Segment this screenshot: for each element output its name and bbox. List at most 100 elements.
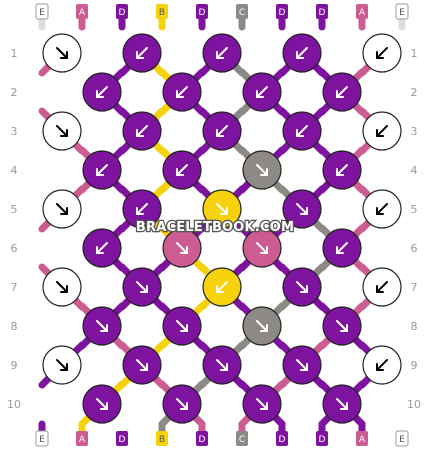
string-tag [116, 431, 128, 446]
string-tag [35, 430, 49, 447]
forward-knot-arrow-icon [256, 164, 268, 176]
string-tag [196, 431, 208, 446]
row-number-right: 8 [411, 320, 418, 333]
string-label: D [199, 435, 206, 445]
backward-knot-arrow-icon [136, 125, 148, 137]
string-label: D [279, 435, 286, 445]
forward-knot-arrow-icon [96, 320, 108, 332]
string-tag [276, 4, 288, 19]
forward-knot-arrow-icon [56, 359, 68, 371]
row-number-right: 1 [411, 47, 418, 60]
string-tag [356, 4, 368, 19]
forward-knot-arrow-icon [336, 398, 348, 410]
string-label: D [119, 8, 126, 18]
backward-knot-arrow-icon [216, 281, 228, 293]
string-tag [196, 4, 208, 19]
row-number-right: 5 [411, 203, 418, 216]
backward-knot-arrow-icon [296, 47, 308, 59]
string-tag [156, 431, 168, 446]
string-label: C [239, 8, 245, 18]
row-number-right: 7 [411, 281, 418, 294]
string-label: A [359, 435, 366, 445]
row-number-right: 9 [411, 359, 418, 372]
backward-knot-arrow-icon [336, 86, 348, 98]
string-tag [236, 4, 248, 19]
backward-knot-arrow-icon [216, 125, 228, 137]
backward-knot-arrow-icon [336, 242, 348, 254]
row-number-right: 3 [411, 125, 418, 138]
forward-knot-arrow-icon [256, 242, 268, 254]
forward-knot-arrow-icon [56, 125, 68, 137]
backward-knot-arrow-icon [96, 86, 108, 98]
string-label: B [159, 435, 165, 445]
row-number-left: 9 [11, 359, 18, 372]
forward-knot-arrow-icon [176, 398, 188, 410]
backward-knot-arrow-icon [376, 47, 388, 59]
forward-knot-arrow-icon [216, 359, 228, 371]
string-tag [236, 431, 248, 446]
forward-knot-arrow-icon [56, 281, 68, 293]
backward-knot-arrow-icon [176, 164, 188, 176]
backward-knot-arrow-icon [136, 47, 148, 59]
string-tag [156, 4, 168, 19]
string-label: C [239, 435, 245, 445]
string-tag [76, 4, 88, 19]
backward-knot-arrow-icon [376, 125, 388, 137]
string-tag [395, 430, 409, 447]
backward-knot-arrow-icon [136, 203, 148, 215]
row-number-right: 6 [411, 242, 418, 255]
row-number-left: 7 [11, 281, 18, 294]
row-number-left: 6 [11, 242, 18, 255]
backward-knot-arrow-icon [96, 242, 108, 254]
knot-layer [42, 33, 402, 424]
forward-knot-arrow-icon [256, 398, 268, 410]
string-label: E [399, 8, 405, 18]
string-label: D [319, 435, 326, 445]
forward-knot-arrow-icon [296, 359, 308, 371]
row-number-left: 5 [11, 203, 18, 216]
string-tag [116, 4, 128, 19]
forward-knot-arrow-icon [216, 203, 228, 215]
forward-knot-arrow-icon [56, 47, 68, 59]
string-label: D [199, 8, 206, 18]
backward-knot-arrow-icon [376, 203, 388, 215]
forward-knot-arrow-icon [176, 320, 188, 332]
string-label: A [79, 435, 86, 445]
string-label: E [39, 435, 45, 445]
string-label: B [159, 8, 165, 18]
forward-knot-arrow-icon [56, 203, 68, 215]
backward-knot-arrow-icon [296, 125, 308, 137]
backward-knot-arrow-icon [376, 359, 388, 371]
row-number-left: 3 [11, 125, 18, 138]
string-label: D [319, 8, 326, 18]
string-label: A [79, 8, 86, 18]
forward-knot-arrow-icon [176, 242, 188, 254]
forward-knot-arrow-icon [336, 320, 348, 332]
forward-knot-arrow-icon [256, 320, 268, 332]
string-tag [316, 431, 328, 446]
backward-knot-arrow-icon [336, 164, 348, 176]
row-number-left: 2 [11, 86, 18, 99]
string-label: E [39, 8, 45, 18]
row-number-right: 4 [411, 164, 418, 177]
string-tag [316, 4, 328, 19]
row-number-left: 4 [11, 164, 18, 177]
string-tag [35, 3, 49, 20]
string-tag [356, 431, 368, 446]
string-label: D [119, 435, 126, 445]
backward-knot-arrow-icon [376, 281, 388, 293]
backward-knot-arrow-icon [176, 86, 188, 98]
row-number-right: 2 [411, 86, 418, 99]
forward-knot-arrow-icon [296, 203, 308, 215]
row-number-left: 10 [7, 398, 21, 411]
string-tag [76, 431, 88, 446]
forward-knot-arrow-icon [96, 398, 108, 410]
forward-knot-arrow-icon [136, 281, 148, 293]
watermark: BRACELETBOOK.COM [136, 220, 294, 235]
string-label: E [399, 435, 405, 445]
forward-knot-arrow-icon [296, 281, 308, 293]
forward-knot-arrow-icon [136, 359, 148, 371]
